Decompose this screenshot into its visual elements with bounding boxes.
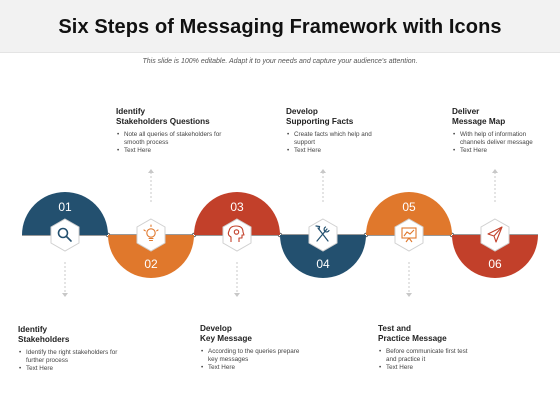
step-number-03: 03	[230, 200, 244, 214]
presentation-icon	[401, 227, 417, 243]
search-icon	[57, 227, 72, 242]
step-05-bullets: Before communicate first test and practi…	[378, 348, 476, 372]
connector-lines	[64, 172, 496, 294]
step-01-bullet: Identify the right stakeholders for furt…	[18, 349, 136, 365]
step-02-bullets: Note all queries of stakeholders for smo…	[116, 131, 236, 155]
step-05-bullet: Before communicate first test and practi…	[378, 348, 476, 364]
step-02-text: Identify Stakeholders Questions Note all…	[116, 107, 236, 155]
step-06-bullet: Text Here	[452, 147, 552, 155]
step-05-title-line1: Test and	[378, 324, 412, 333]
title-bar	[0, 0, 560, 53]
segment-02	[108, 235, 194, 278]
step-01-title-line2: Stakeholders	[18, 335, 70, 344]
step-02-bullet: Text Here	[116, 147, 236, 155]
step-03-title-line1: Develop	[200, 324, 232, 333]
step-03-bullet: According to the queries prepare key mes…	[200, 348, 300, 364]
step-04-bullet: Create facts which help and support	[286, 131, 378, 147]
step-06-title-line1: Deliver	[452, 107, 480, 116]
step-01-bullet: Text Here	[18, 365, 136, 373]
step-03-text: Develop Key Message According to the que…	[200, 324, 300, 372]
idea-icon	[143, 224, 159, 242]
head-gear-icon	[227, 225, 245, 242]
segment-05	[366, 192, 452, 235]
step-03-bullets: According to the queries prepare key mes…	[200, 348, 300, 372]
step-02-title-line2: Stakeholders Questions	[116, 117, 210, 126]
segment-03	[194, 192, 280, 235]
step-03-title-line2: Key Message	[200, 334, 252, 343]
step-04-bullets: Create facts which help and support Text…	[286, 131, 378, 155]
tools-icon	[315, 225, 330, 242]
step-05-bullet: Text Here	[378, 364, 476, 372]
step-06-bullet: With help of information channels delive…	[452, 131, 552, 147]
step-number-06: 06	[488, 257, 502, 271]
step-04-bullet: Text Here	[286, 147, 378, 155]
segment-04	[280, 235, 366, 278]
step-06-bullets: With help of information channels delive…	[452, 131, 552, 155]
step-01-bullets: Identify the right stakeholders for furt…	[18, 349, 136, 373]
step-number-05: 05	[402, 200, 416, 214]
step-06-title-line2: Message Map	[452, 117, 506, 126]
step-05-title-line2: Practice Message	[378, 334, 447, 343]
segment-06	[452, 235, 538, 278]
step-04-title-line2: Supporting Facts	[286, 117, 354, 126]
connector-arrows	[62, 169, 498, 297]
step-number-02: 02	[144, 257, 158, 271]
step-02-bullet: Note all queries of stakeholders for smo…	[116, 131, 236, 147]
step-number-04: 04	[316, 257, 330, 271]
page-title: Six Steps of Messaging Framework with Ic…	[58, 16, 502, 38]
step-06-text: Deliver Message Map With help of informa…	[452, 107, 552, 155]
step-02-title-line1: Identify	[116, 107, 146, 116]
step-05-text: Test and Practice Message Before communi…	[378, 324, 476, 372]
segment-01	[22, 192, 108, 235]
send-icon	[487, 226, 503, 243]
step-04-text: Develop Supporting Facts Create facts wh…	[286, 107, 378, 155]
step-01-title-line1: Identify	[18, 325, 48, 334]
step-03-bullet: Text Here	[200, 364, 300, 372]
step-04-title-line1: Develop	[286, 107, 318, 116]
step-number-01: 01	[58, 200, 72, 214]
step-01-text: Identify Stakeholders Identify the right…	[18, 325, 136, 373]
page-subtitle: This slide is 100% editable. Adapt it to…	[142, 58, 418, 65]
